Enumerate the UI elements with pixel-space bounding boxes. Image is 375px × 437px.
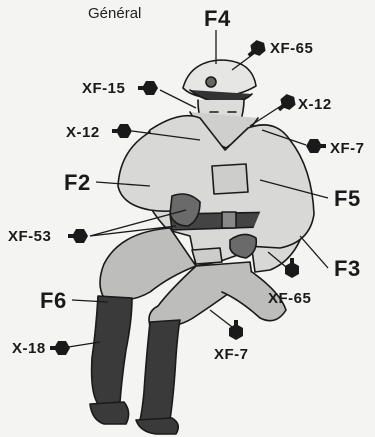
part-label-f6: F6 xyxy=(40,288,67,313)
part-label-f3: F3 xyxy=(334,256,361,281)
paint-code-xf53: XF-53 xyxy=(8,228,52,245)
paint-code-x12-left: X-12 xyxy=(66,124,100,141)
paint-code-x12-collar: X-12 xyxy=(298,96,332,113)
paint-code-xf15: XF-15 xyxy=(82,80,126,97)
part-label-f5: F5 xyxy=(334,186,361,211)
part-label-f2: F2 xyxy=(64,170,91,195)
paint-bottle-icons xyxy=(50,40,326,355)
figure-title: Général xyxy=(88,5,142,22)
paint-code-x18: X-18 xyxy=(12,340,46,357)
paint-code-xf65-lower: XF-65 xyxy=(268,290,312,307)
paint-code-xf65-cap: XF-65 xyxy=(270,40,314,57)
part-label-f4: F4 xyxy=(204,6,231,31)
paint-code-xf7-right: XF-7 xyxy=(330,140,365,157)
paint-code-xf7-bottom: XF-7 xyxy=(214,346,249,363)
